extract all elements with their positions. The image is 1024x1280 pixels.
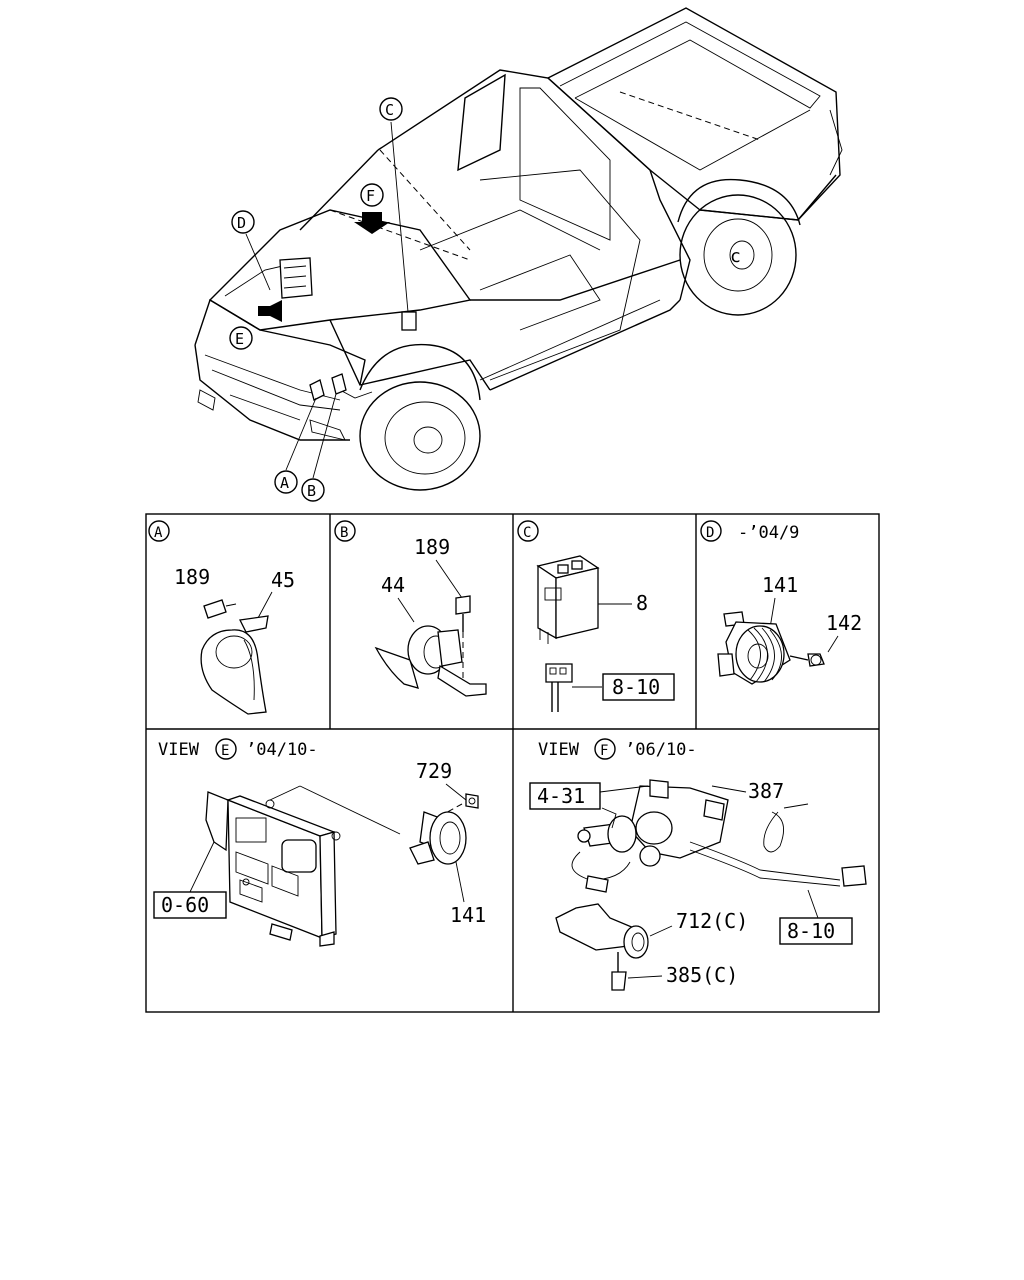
ref-box-label: 8-10: [787, 919, 835, 943]
part-label-45: 45: [271, 568, 295, 592]
control-unit-drawing: [536, 555, 632, 712]
part-label-387: 387: [748, 779, 784, 803]
horn-drawing: [374, 559, 487, 697]
arrow-e-icon: [258, 300, 282, 322]
panel-c: C 8 8-10: [517, 520, 675, 712]
panel-e: VIEW E ’04/10- 729 141: [153, 738, 486, 947]
panel-b-letter: B: [340, 525, 348, 541]
callout-d-label: D: [237, 214, 246, 232]
callout-e: E: [229, 326, 253, 350]
part-label-712c: 712(C): [676, 909, 748, 933]
callout-c-label: C: [385, 101, 394, 119]
callout-e-label: E: [235, 330, 244, 348]
panel-e-letter: E: [221, 743, 229, 759]
callout-f-label: F: [366, 187, 375, 205]
panel-e-date: ’04/10-: [246, 740, 318, 760]
part-label-44: 44: [381, 573, 405, 597]
wiring-assembly-drawing: [555, 779, 867, 991]
part-label-142: 142: [826, 611, 862, 635]
svg-text:c: c: [730, 246, 741, 267]
arrow-f-icon: [354, 212, 390, 234]
ref-box-0-60: [153, 891, 227, 919]
horn-drawing: [200, 591, 273, 715]
panel-a: A 189 45: [148, 520, 295, 715]
horn-drawing: [409, 783, 479, 903]
part-label-141: 141: [450, 903, 486, 927]
panel-f-view: VIEW: [538, 740, 580, 760]
truck-overview-drawing: c: [194, 7, 843, 491]
panel-f: VIEW F ’06/10- 387 712(C) 385(C): [529, 738, 867, 991]
panel-c-letter: C: [523, 525, 531, 541]
part-label-729: 729: [416, 759, 452, 783]
callout-b-label: B: [307, 482, 316, 500]
callout-leaders: [245, 121, 409, 479]
callout-d: D: [231, 210, 255, 234]
detail-grid: [145, 513, 880, 1013]
part-label-385c: 385(C): [666, 963, 738, 987]
panel-d-date: -’04/9: [738, 523, 799, 543]
relay-box-drawing: [189, 785, 401, 947]
panel-d-letter: D: [706, 525, 714, 541]
callout-a-label: A: [280, 474, 289, 492]
callout-b: B: [301, 478, 325, 502]
part-label-141: 141: [762, 573, 798, 597]
ref-box-4-31: [529, 782, 601, 810]
ref-box-label: 0-60: [161, 893, 209, 917]
ref-box-label: 8-10: [612, 675, 660, 699]
ref-box-label: 4-31: [537, 784, 585, 808]
horn-drawing: [717, 597, 839, 685]
callout-a: A: [274, 470, 298, 494]
panel-f-letter: F: [600, 743, 608, 759]
ref-box-8-10: [779, 917, 853, 945]
part-label-189: 189: [174, 565, 210, 589]
ref-box-8-10: [602, 673, 675, 701]
part-label-8: 8: [636, 591, 648, 615]
panel-d: D -’04/9 141 142: [700, 520, 862, 685]
callout-f: F: [360, 183, 384, 207]
panel-e-view: VIEW: [158, 740, 200, 760]
panel-b: B 189 44: [334, 520, 487, 697]
callout-c: C: [379, 97, 403, 121]
panel-a-letter: A: [154, 525, 163, 541]
part-label-189: 189: [414, 535, 450, 559]
panel-f-date: ’06/10-: [625, 740, 697, 760]
